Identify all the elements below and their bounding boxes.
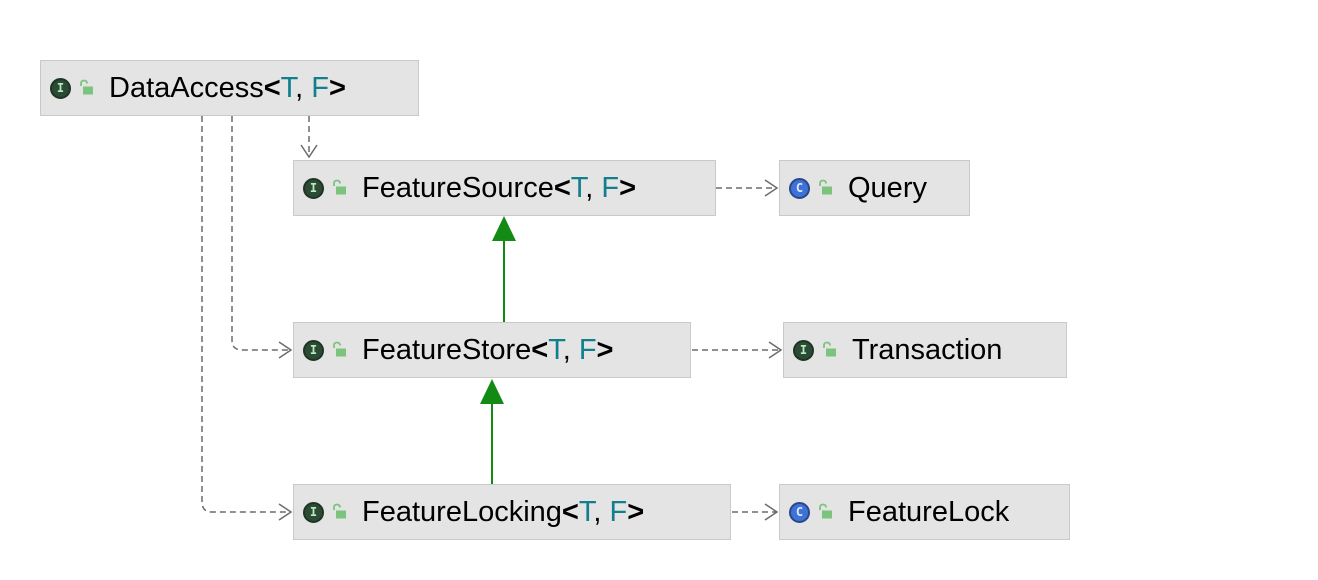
class-icon: C — [789, 177, 810, 199]
type-param-f: F — [578, 333, 597, 366]
type-param-f: F — [601, 171, 620, 204]
generic-close: > — [329, 71, 346, 104]
type-name: FeatureStore — [362, 333, 532, 366]
type-param-separator: , — [295, 71, 312, 104]
type-param-t: T — [578, 495, 594, 528]
node-transaction[interactable]: I Transaction — [783, 322, 1067, 378]
type-name: Query — [848, 171, 927, 204]
generic-close: > — [619, 171, 637, 204]
interface-icon: I — [303, 339, 324, 361]
type-param-t: T — [280, 71, 296, 104]
generic-open: < — [531, 333, 549, 366]
interface-icon: I — [50, 77, 71, 99]
node-label: FeatureLocking<T, F> — [362, 495, 645, 528]
node-featurestore[interactable]: I FeatureStore<T, F> — [293, 322, 691, 378]
type-name: FeatureLocking — [362, 495, 562, 528]
dependency-edge-dataaccess-featurelocking — [201, 116, 293, 521]
interface-icon: I — [303, 501, 324, 523]
node-label: FeatureSource<T, F> — [362, 171, 637, 204]
dependency-edge-dataaccess-featuresource — [300, 116, 318, 159]
type-name: FeatureLock — [848, 495, 1010, 528]
extends-edge-featurestore-featuresource — [492, 216, 516, 322]
node-featuresource[interactable]: I FeatureSource<T, F> — [293, 160, 716, 216]
type-param-f: F — [609, 495, 628, 528]
dependency-edge-featurestore-transaction — [692, 341, 783, 359]
open-lock-icon — [819, 503, 832, 519]
interface-icon: I — [793, 339, 814, 361]
open-lock-icon — [333, 503, 346, 519]
open-lock-icon — [333, 179, 346, 195]
type-param-f: F — [311, 71, 330, 104]
type-name: DataAccess — [109, 71, 264, 104]
class-icon: C — [789, 501, 810, 523]
node-label: DataAccess<T, F> — [109, 71, 346, 104]
generic-close: > — [627, 495, 645, 528]
generic-open: < — [553, 171, 571, 204]
node-label: Query — [848, 171, 927, 204]
dependency-edge-dataaccess-featurestore — [231, 116, 293, 359]
open-lock-icon — [819, 179, 832, 195]
node-featurelocking[interactable]: I FeatureLocking<T, F> — [293, 484, 731, 540]
node-query[interactable]: C Query — [779, 160, 970, 216]
type-name: Transaction — [852, 333, 1003, 366]
node-label: FeatureLock — [848, 495, 1010, 528]
generic-open: < — [561, 495, 579, 528]
generic-open: < — [263, 71, 281, 104]
open-lock-icon — [333, 341, 346, 357]
dependency-edge-featuresource-query — [716, 179, 779, 197]
type-name: FeatureSource — [362, 171, 554, 204]
generic-close: > — [596, 333, 614, 366]
node-label: Transaction — [852, 333, 1003, 366]
node-featurelock[interactable]: C FeatureLock — [779, 484, 1070, 540]
node-dataaccess[interactable]: I DataAccess<T, F> — [40, 60, 419, 116]
dependency-edge-featurelocking-featurelock — [732, 503, 779, 521]
type-param-separator: , — [562, 333, 579, 366]
type-param-t: T — [548, 333, 563, 366]
interface-icon: I — [303, 177, 324, 199]
type-param-separator: , — [585, 171, 602, 204]
extends-edge-featurelocking-featurestore — [480, 379, 504, 484]
open-lock-icon — [823, 341, 836, 357]
type-param-separator: , — [593, 495, 610, 528]
type-param-t: T — [570, 171, 586, 204]
node-label: FeatureStore<T, F> — [362, 333, 614, 366]
open-lock-icon — [80, 79, 93, 95]
